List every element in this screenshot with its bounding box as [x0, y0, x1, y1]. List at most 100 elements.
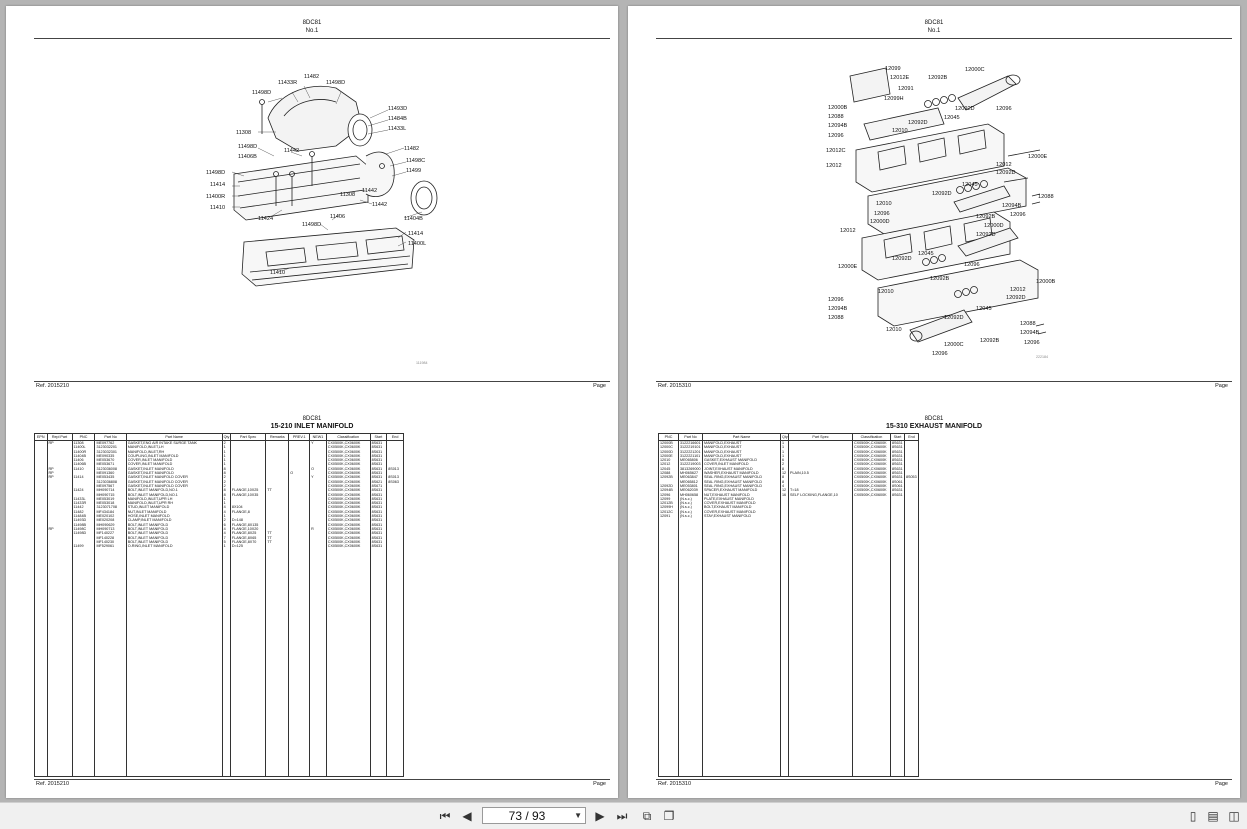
callout-label: 11400R — [206, 194, 225, 200]
callout-label: 12096 — [1010, 212, 1026, 218]
facing-pages-icon[interactable]: ◫ — [1228, 809, 1240, 823]
page-selector[interactable]: ▼ — [482, 807, 586, 824]
table-cell — [229, 462, 267, 467]
two-page-view-icon[interactable]: ❐ — [663, 809, 675, 823]
last-page-icon[interactable]: ⏭ — [616, 809, 628, 823]
table-cell: 7 — [221, 535, 231, 540]
callout-label: 12000E — [838, 264, 858, 270]
table-cell — [46, 479, 73, 484]
table-cell — [386, 539, 404, 545]
first-page-icon[interactable]: ⏮ — [439, 809, 451, 823]
prev-page-icon[interactable]: ◀ — [462, 809, 472, 823]
table-filler-row — [658, 518, 919, 778]
table-cell — [288, 458, 311, 463]
exhaust-manifold-diagram: 12099 12012E 12091 12099H 12092B 12000C … — [826, 66, 1056, 359]
callout-label: 11400L — [408, 241, 426, 247]
table-cell — [265, 458, 290, 463]
table-cell — [265, 445, 290, 450]
table-cell — [904, 466, 919, 472]
copy-pages-icon[interactable]: ⧉ — [642, 809, 652, 823]
table-cell: CX0500K,CX0600K — [325, 458, 371, 463]
page-number-input[interactable] — [483, 808, 571, 823]
callout-label: 11406 — [330, 214, 345, 220]
callout-label: 11308 — [340, 192, 355, 198]
table-cell — [386, 514, 404, 519]
column-header: Repl Part — [46, 433, 73, 441]
callout-label: 12096 — [828, 297, 844, 303]
table-cell — [265, 548, 290, 778]
callout-label: 12094B — [828, 123, 848, 129]
table-cell — [229, 440, 267, 446]
table-cell — [265, 462, 290, 467]
table-cell: MF140230 — [94, 539, 127, 545]
table-cell: 8S013 — [386, 475, 404, 480]
table-cell: MF140227 — [94, 531, 127, 536]
callout-label: 12012 — [840, 228, 856, 234]
table-cell: 8S053 — [904, 475, 919, 480]
sheet-ref: Ref. 2015210 — [36, 383, 69, 389]
single-page-icon[interactable]: ▯ — [1189, 809, 1197, 823]
table-cell: RP — [46, 526, 73, 532]
table-cell: TT — [265, 539, 290, 545]
page-label: Page — [1215, 781, 1228, 787]
table-cell: D=148 — [229, 518, 267, 523]
callout-label: 12012 — [996, 162, 1012, 168]
column-header: Qty — [780, 433, 789, 441]
table-cell: CX0500K,CX0600K — [852, 488, 891, 493]
table-cell — [386, 535, 404, 540]
table-cell — [265, 544, 290, 549]
table-cell — [288, 514, 311, 519]
callout-label: 12092B — [930, 276, 950, 282]
figure-code: 111984 — [416, 361, 427, 365]
continuous-view-icon[interactable]: ▤ — [1207, 809, 1219, 823]
table-cell — [46, 458, 73, 463]
table-cell: RP — [46, 475, 73, 480]
callout-label: 12000C — [965, 67, 985, 73]
table-cell: MH090714 — [94, 488, 127, 493]
callout-label: 12000C — [944, 342, 964, 348]
callout-label: 11498D — [238, 144, 257, 150]
chevron-down-icon[interactable]: ▼ — [574, 811, 582, 820]
table-cell: TT — [265, 535, 290, 540]
table-cell — [386, 449, 404, 454]
table-cell — [229, 449, 267, 454]
table-cell: TT — [265, 488, 290, 493]
inlet-leader-lines — [231, 85, 423, 273]
table-cell — [325, 548, 371, 778]
callout-label: 11484B — [388, 116, 407, 122]
column-header: Start — [890, 433, 905, 441]
table-cell — [288, 522, 311, 527]
callout-label: 12000D — [984, 223, 1004, 229]
sheet-number: No.1 — [927, 28, 941, 34]
callout-label: 12012 — [1010, 287, 1026, 293]
next-page-icon[interactable]: ▶ — [595, 809, 605, 823]
table-cell: MF140228 — [94, 535, 127, 540]
table-cell: RP — [46, 471, 73, 476]
table-cell: CX0500K,CX0600K — [325, 501, 371, 506]
table-cell: FLANGE,8X25 — [229, 531, 267, 536]
table-cell: ME090335 — [94, 453, 127, 459]
table-cell — [125, 548, 223, 778]
table-cell — [229, 466, 267, 472]
table-row: 12091(N.s.c.)STAY,EXHAUST MANIFOLD — [658, 514, 919, 519]
exhaust-diagram-sheet: 8DC81 No.1 — [628, 6, 1240, 402]
inlet-diagram-drawing — [233, 85, 438, 287]
table-cell: CX0500K,CX0600K — [325, 440, 371, 446]
table-cell — [852, 518, 891, 778]
table-cell: CX0500K,CX0600K — [325, 453, 371, 459]
callout-label: 12000B — [1036, 279, 1056, 285]
table-cell — [46, 522, 73, 527]
callout-label: 12092B — [928, 75, 948, 81]
column-header: Classification — [325, 433, 371, 441]
callout-label: 12010 — [892, 128, 908, 134]
table-cell — [904, 449, 919, 454]
table-cell: CX0500K,CX0600K — [325, 483, 371, 489]
